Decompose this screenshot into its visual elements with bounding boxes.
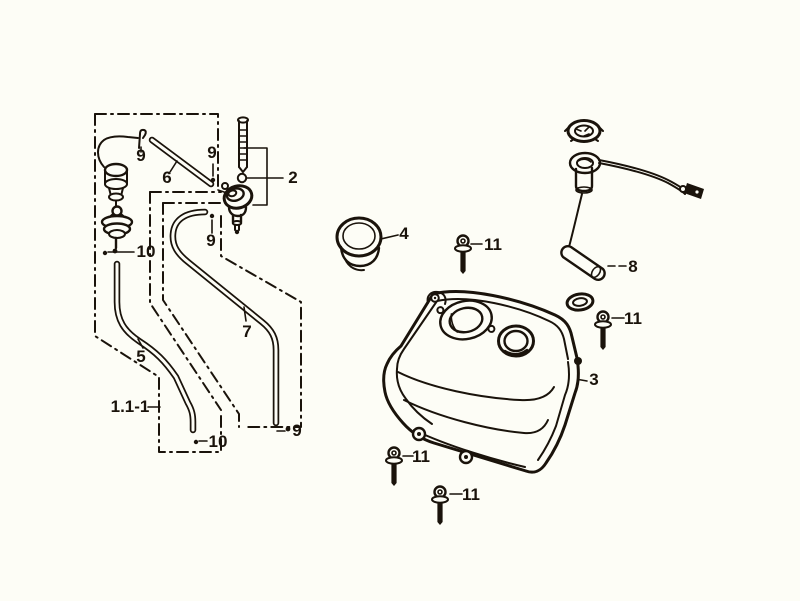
o-ring-seal (565, 292, 595, 312)
callout-2-bracket (243, 147, 284, 206)
callout-9: 9 (207, 143, 216, 162)
callout-11: 11 (462, 485, 480, 504)
callout-4: 4 (399, 224, 409, 243)
callout-11: 11 (484, 235, 502, 254)
callout-10: 10 (137, 242, 156, 261)
sender-lock-ring (564, 119, 604, 143)
fuel-cap (335, 216, 383, 272)
clip-icon (138, 128, 147, 149)
hose-6 (148, 136, 215, 188)
sender-hole (497, 324, 535, 358)
callout-3: 3 (589, 370, 598, 389)
fuel-sender-unit (560, 119, 704, 281)
callout-6: 6 (162, 168, 171, 187)
assembly-boundary-boxes (94, 113, 302, 453)
fuel-valve-petcock (217, 182, 254, 235)
callout-9: 9 (292, 421, 301, 440)
flange-bolt-11 (431, 485, 449, 525)
washer (236, 172, 248, 184)
callout-9: 9 (136, 146, 145, 165)
callout-11: 11 (624, 309, 642, 328)
fuel-tank (382, 290, 582, 474)
wire-connector (684, 183, 704, 199)
callout-9: 9 (206, 231, 215, 250)
callout-10: 10 (209, 432, 228, 451)
callout-5: 5 (136, 347, 145, 366)
fuel-strainer-fitting (100, 205, 134, 254)
hose-7 (169, 208, 280, 427)
callout-1-1-1: 1.1-1 (111, 397, 150, 416)
float (560, 245, 606, 281)
flange-bolt-11 (594, 310, 612, 350)
hose-clip-dots (102, 177, 291, 445)
callout-7: 7 (242, 322, 251, 341)
flange-bolt-11 (454, 234, 472, 274)
filler-neck-opening (436, 299, 496, 341)
fuel-joint-fitting (97, 135, 139, 209)
petcock-bolt-2 (236, 116, 249, 184)
callout-8: 8 (628, 257, 637, 276)
hose-5 (113, 260, 197, 434)
callout-2: 2 (288, 168, 297, 187)
callout-labels: 9 6 9 2 4 9 10 5 7 1.1-1 10 9 8 3 11 11 … (111, 143, 642, 504)
flange-bolt-11 (385, 446, 403, 486)
callout-11: 11 (412, 447, 430, 466)
